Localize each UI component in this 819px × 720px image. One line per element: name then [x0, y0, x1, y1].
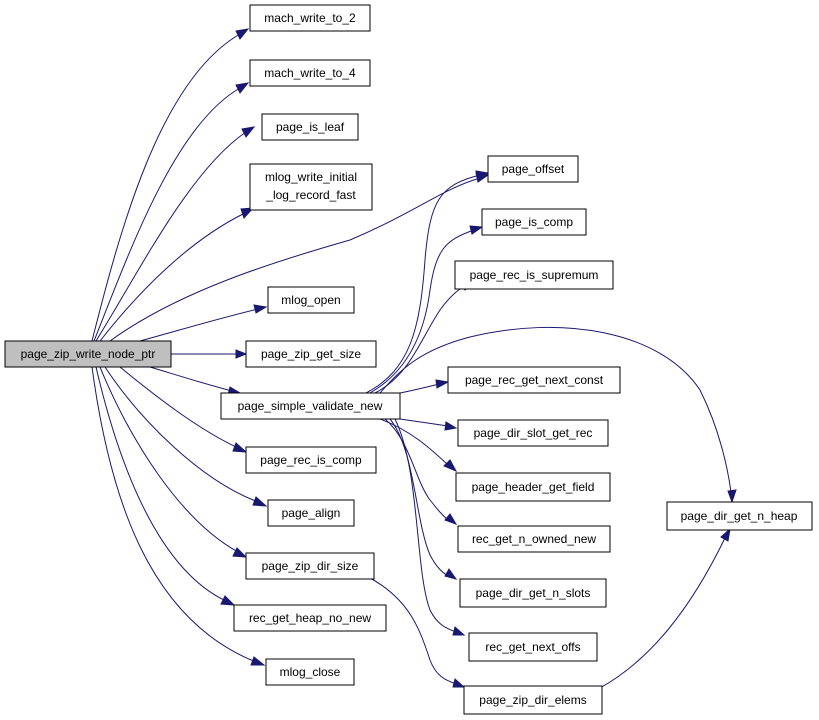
node-label: page_zip_dir_elems: [479, 693, 586, 707]
node-label: page_simple_validate_new: [238, 399, 383, 413]
edge-root-to-page-simple-validate-new: [149, 366, 242, 396]
node-page-rec-get-next-const[interactable]: page_rec_get_next_const: [447, 366, 621, 394]
node-page-is-leaf[interactable]: page_is_leaf: [261, 113, 359, 141]
node-mach-write-to-2[interactable]: mach_write_to_2: [249, 4, 371, 32]
node-mlog-close[interactable]: mlog_close: [265, 658, 355, 686]
node-label: page_rec_is_comp: [260, 453, 362, 467]
edge-root-to-page-rec-is-comp: [119, 366, 248, 453]
node-label: rec_get_n_owned_new: [472, 532, 596, 546]
node-page-header-get-field[interactable]: page_header_get_field: [455, 472, 611, 502]
node-page-zip-get-size[interactable]: page_zip_get_size: [245, 340, 377, 368]
edge-validate-to-page-dir-slot-get-rec: [399, 418, 458, 431]
node-label: page_is_leaf: [276, 120, 345, 134]
edge-root-to-page-is-leaf: [95, 126, 256, 342]
node-rec-get-heap-no-new[interactable]: rec_get_heap_no_new: [233, 604, 387, 632]
node-page-dir-get-n-heap[interactable]: page_dir_get_n_heap: [666, 501, 813, 531]
edge-root-to-mlog-close: [91, 366, 266, 666]
node-page-zip-dir-size[interactable]: page_zip_dir_size: [245, 552, 375, 580]
node-label: rec_get_next_offs: [485, 640, 580, 654]
edge-validate-to-page-offset: [365, 170, 490, 394]
node-label: page_is_comp: [495, 215, 573, 229]
node-label-line-1: mlog_write_initial: [265, 170, 357, 184]
edge-validate-to-page-dir-get-n-heap: [379, 326, 737, 504]
edge-root-to-mach-write-to-4: [93, 82, 250, 342]
edge-validate-to-page-dir-get-n-slots: [389, 418, 458, 580]
node-rec-get-next-offs[interactable]: rec_get_next_offs: [468, 632, 598, 662]
node-label: page_dir_slot_get_rec: [474, 426, 593, 440]
node-page-simple-validate-new[interactable]: page_simple_validate_new: [220, 392, 401, 420]
edge-validate-to-page-is-comp: [369, 225, 484, 394]
node-label: page_rec_is_supremum: [470, 268, 599, 282]
node-label: page_header_get_field: [472, 480, 595, 494]
node-page-rec-is-supremum[interactable]: page_rec_is_supremum: [454, 260, 614, 290]
edge-validate-to-rec-get-n-owned-new: [384, 418, 458, 525]
edge-root-to-page-zip-dir-size: [99, 366, 248, 558]
node-label: page_dir_get_n_heap: [681, 509, 798, 523]
edge-root-to-page-align: [104, 366, 268, 507]
edge-root-to-mach-write-to-2: [91, 28, 250, 342]
edge-root-to-rec-get-heap-no-new: [95, 366, 236, 606]
node-page-zip-dir-elems[interactable]: page_zip_dir_elems: [463, 685, 603, 715]
edge-dir-elems-to-dir-get-n-heap: [599, 527, 731, 689]
node-label-line-2: _log_record_fast: [265, 188, 356, 202]
edge-validate-to-rec-get-next-offs: [394, 418, 466, 636]
node-label: mlog_open: [281, 293, 340, 307]
node-mlog-open[interactable]: mlog_open: [267, 286, 355, 314]
node-page-dir-get-n-slots[interactable]: page_dir_get_n_slots: [459, 578, 607, 608]
node-label: page_dir_get_n_slots: [476, 586, 591, 600]
node-mach-write-to-4[interactable]: mach_write_to_4: [249, 59, 371, 87]
node-label: page_rec_get_next_const: [465, 373, 604, 387]
node-label: mach_write_to_2: [264, 11, 356, 25]
edge-validate-to-page-header-get-field: [379, 418, 458, 473]
node-page-rec-is-comp[interactable]: page_rec_is_comp: [245, 446, 377, 474]
node-page-align[interactable]: page_align: [267, 499, 355, 527]
node-page-dir-slot-get-rec[interactable]: page_dir_slot_get_rec: [457, 419, 609, 447]
node-label: page_zip_dir_size: [262, 559, 359, 573]
node-mlog-write-initial-log-record-fast[interactable]: mlog_write_initial _log_record_fast: [249, 163, 373, 211]
edge-validate-to-page-rec-get-next-const: [399, 379, 450, 394]
node-label: rec_get_heap_no_new: [249, 611, 371, 625]
edge-root-to-mlog-open: [139, 304, 268, 342]
node-page-is-comp[interactable]: page_is_comp: [481, 208, 587, 236]
node-rec-get-n-owned-new[interactable]: rec_get_n_owned_new: [457, 525, 611, 553]
node-label: mach_write_to_4: [264, 66, 356, 80]
edge-root-to-page-zip-get-size: [171, 349, 248, 359]
node-page-zip-write-node-ptr[interactable]: page_zip_write_node_ptr: [4, 340, 172, 368]
node-label: page_zip_write_node_ptr: [21, 347, 156, 361]
edge-dir-size-to-dir-elems: [369, 577, 466, 688]
node-label: mlog_close: [280, 665, 341, 679]
node-label: page_offset: [502, 162, 565, 176]
node-page-offset[interactable]: page_offset: [487, 155, 579, 183]
node-label: page_zip_get_size: [261, 347, 361, 361]
node-label: page_align: [282, 506, 341, 520]
